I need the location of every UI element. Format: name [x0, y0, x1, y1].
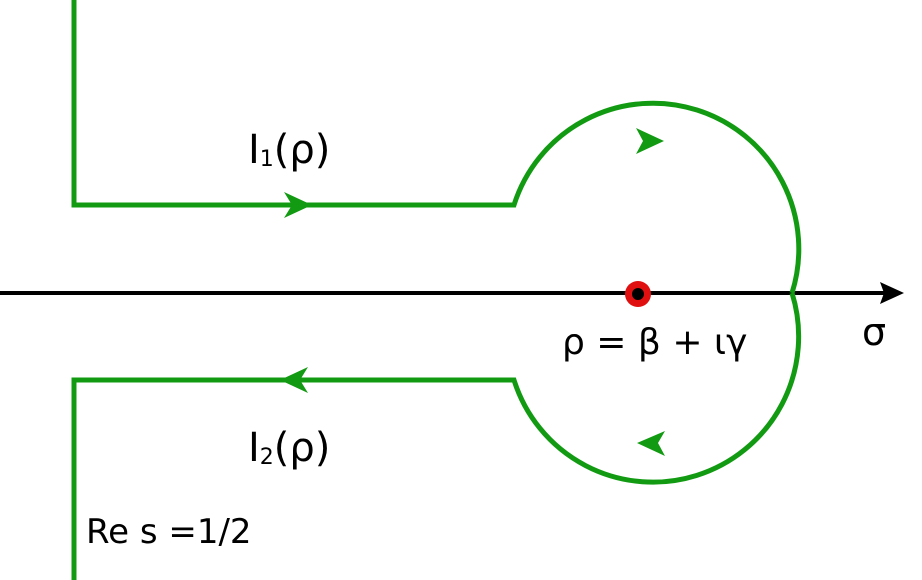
- lower-integral-label: I2(ρ): [248, 425, 330, 471]
- zero-equation-label: ρ = β + ιγ: [562, 322, 747, 363]
- lower-arc-arrow: [637, 431, 665, 456]
- critical-line-label: Re s =1/2: [86, 512, 252, 552]
- upper-contour-path: [71, 0, 802, 294]
- upper-integral-label: I1(ρ): [248, 127, 330, 173]
- lower-contour-path: [71, 292, 802, 580]
- zero-marker-center: [632, 288, 644, 300]
- sigma-axis-label: σ: [862, 310, 886, 354]
- lower-horizontal-arrow: [280, 367, 308, 393]
- upper-arc-arrow: [636, 128, 664, 154]
- sigma-axis-arrowhead: [880, 282, 904, 304]
- upper-horizontal-arrow: [284, 192, 312, 218]
